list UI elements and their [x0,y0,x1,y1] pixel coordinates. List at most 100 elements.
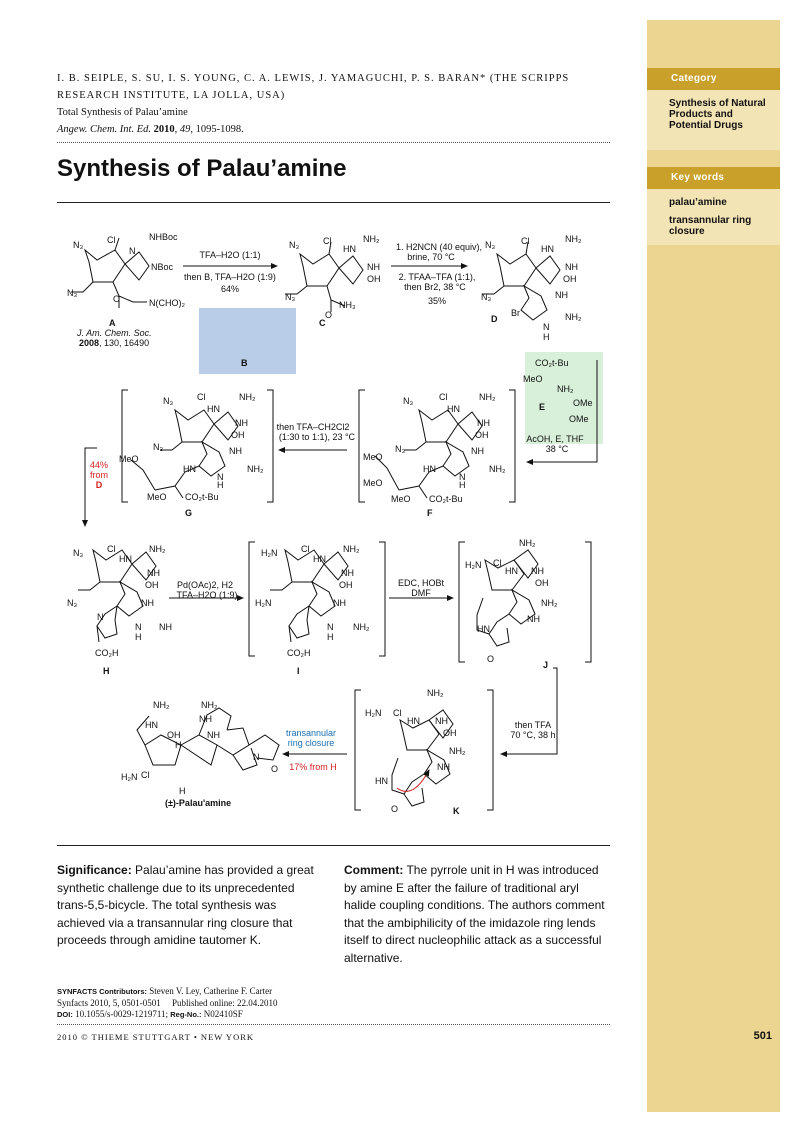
label-palauamine: (±)-Palau'amine [165,798,231,808]
svg-text:OH: OH [339,580,353,590]
structure-J [476,549,539,647]
cond-7-2: 70 °C, 38 h [510,730,555,740]
svg-text:MeO: MeO [119,454,139,464]
svg-text:NH₃: NH₃ [339,300,356,310]
svg-text:H₂N: H₂N [261,548,278,558]
svg-text:NHBoc: NHBoc [149,232,178,242]
svg-text:Cl: Cl [107,235,116,245]
pages: , 1095-1098. [190,124,244,135]
svg-text:OH: OH [535,578,549,588]
svg-text:NH₂: NH₂ [363,234,380,244]
arrow-J-to-K [500,667,558,757]
cond-2-2: brine, 70 °C [407,252,455,262]
svg-text:O: O [487,654,494,664]
svg-text:HN: HN [343,244,356,254]
label-C: C [319,318,326,328]
svg-text:HN: HN [207,404,220,414]
authors: I. B. SEIPLE, S. SU, I. S. YOUNG, C. A. … [57,73,570,101]
svg-text:NH₂: NH₂ [427,688,444,698]
svg-text:Cl: Cl [439,392,448,402]
ref-A: J. Am. Chem. Soc. [76,328,152,338]
svg-text:N₃: N₃ [481,292,491,302]
svg-text:H₂N: H₂N [365,708,382,718]
svg-text:N: N [459,472,466,482]
citation: Angew. Chem. Int. Ed. 2010, 49, 1095-109… [57,124,244,135]
cond-4-1: then TFA–CH2Cl2 [277,422,350,432]
svg-text:N₃: N₃ [285,292,295,302]
svg-text:OH: OH [475,430,489,440]
significance-paragraph: Significance: Palau’amine has provided a… [57,862,325,950]
svg-text:NBoc: NBoc [151,262,174,272]
svg-text:H: H [179,786,186,796]
svg-text:OH: OH [145,580,159,590]
bracket-K-right [487,689,494,811]
title-rule [57,202,610,203]
cond-2-4: then Br2, 38 °C [404,282,466,292]
structure-A [71,237,150,308]
svg-text:N: N [543,322,550,332]
svg-text:H: H [459,480,466,490]
label-A: A [109,318,116,328]
svg-text:H: H [327,632,334,642]
svg-text:Br: Br [511,308,520,318]
svg-text:NH: NH [435,716,448,726]
yield-GH-2: from [90,470,108,480]
svg-text:H: H [217,480,224,490]
svg-text:MeO: MeO [523,374,543,384]
svg-text:HN: HN [477,624,490,634]
reagent-box-E [525,352,603,444]
svg-text:H: H [175,740,182,750]
structure-G [130,408,239,499]
article-header: I. B. SEIPLE, S. SU, I. S. YOUNG, C. A. … [57,70,610,138]
svg-text:NH: NH [477,418,490,428]
svg-text:NH: NH [531,566,544,576]
scheme-rule [57,845,610,846]
svg-text:N₃: N₃ [289,240,299,250]
cond-3-2: 38 °C [546,444,569,454]
svg-text:NH: NH [565,262,578,272]
yield-GH-1: 44% [90,460,108,470]
label-H: H [103,666,110,676]
cond-8-2: ring closure [288,738,335,748]
svg-text:OH: OH [231,430,245,440]
svg-text:NH₂: NH₂ [149,544,166,554]
svg-text:NH: NH [199,714,212,724]
keyword-transannular: transannular ring closure [669,215,752,237]
svg-text:N₃: N₃ [485,240,495,250]
svg-text:HN: HN [407,716,420,726]
svg-text:CO₂t-Bu: CO₂t-Bu [535,358,569,368]
cond-1-bottom-2: 64% [221,284,239,294]
svg-text:N₃: N₃ [163,396,173,406]
svg-text:NH: NH [341,568,354,578]
svg-text:Cl: Cl [107,544,116,554]
svg-text:N₃: N₃ [67,598,77,608]
page-number: 501 [753,1030,772,1042]
svg-text:CO₂t-Bu: CO₂t-Bu [185,492,219,502]
keywords-box: palau’amine transannular ring closure [647,189,780,245]
svg-text:H₂N: H₂N [465,560,482,570]
label-K: K [453,806,460,816]
paper-title: Total Synthesis of Palau’amine [57,107,188,118]
svg-text:N: N [217,472,224,482]
catalyst-box-B [199,308,296,374]
significance-text: Palau’amine has provided a great synthet… [57,863,314,947]
svg-text:H₂N: H₂N [255,598,272,608]
svg-text:NH: NH [527,614,540,624]
svg-text:HN: HN [375,776,388,786]
svg-text:NH₂: NH₂ [449,746,466,756]
comment-label: Comment: [344,863,404,877]
svg-text:O: O [325,310,332,320]
svg-text:NH₂: NH₂ [239,392,256,402]
svg-text:O: O [271,764,278,774]
svg-text:HN: HN [313,554,326,564]
keywords-heading: Key words [647,167,780,189]
structure-C [285,241,364,312]
footer: 2010 © THIEME STUTTGART • NEW YORK [57,1032,255,1042]
svg-text:Cl: Cl [393,708,402,718]
svg-text:N: N [97,612,104,622]
svg-text:NH₂: NH₂ [557,384,574,394]
bracket-G-right [267,389,274,503]
arrow-D-to-F [526,360,598,465]
category-value: Synthesis of Natural Products and Potent… [647,90,780,150]
